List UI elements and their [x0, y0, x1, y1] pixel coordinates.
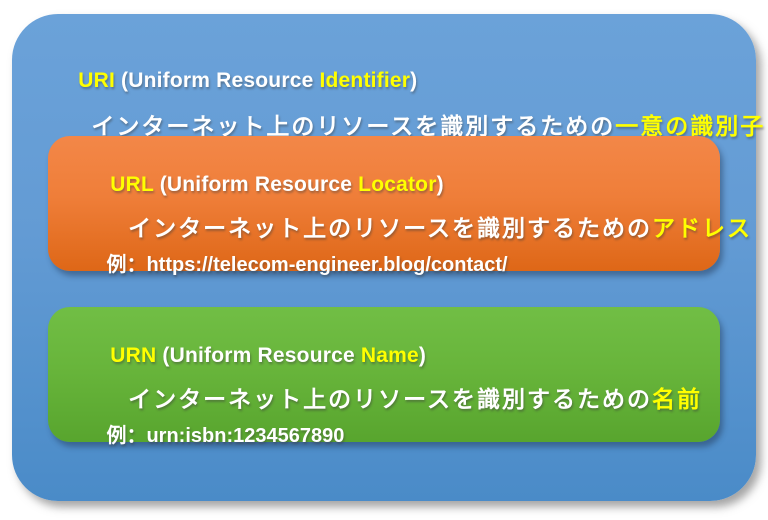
urn-example-label: 例：	[106, 425, 147, 447]
urn-title-highlight: Name	[360, 344, 419, 367]
url-title-middle: (Uniform Resource	[153, 173, 359, 196]
uri-description-plain: インターネット上のリソースを識別するための	[91, 113, 616, 139]
urn-acronym: URN	[110, 344, 157, 367]
uri-title-middle: (Uniform Resource	[114, 69, 320, 92]
url-description-plain: インターネット上のリソースを識別するための	[128, 215, 652, 241]
url-title-close: )	[436, 173, 444, 196]
uri-title: URI (Uniform Resource Identifier)	[42, 45, 417, 117]
uri-title-close: )	[410, 69, 418, 92]
urn-title: URN (Uniform Resource Name)	[62, 320, 426, 392]
urn-description: インターネット上のリソースを識別するための名前	[61, 353, 702, 441]
url-title-highlight: Locator	[358, 173, 437, 196]
urn-description-plain: インターネット上のリソースを識別するための	[128, 386, 652, 412]
uri-title-highlight: Identifier	[319, 69, 411, 92]
urn-example: 例：urn:isbn:1234567890	[62, 396, 344, 471]
url-example-value: https://telecom-engineer.blog/contact/	[146, 254, 508, 276]
urn-title-close: )	[418, 344, 427, 367]
url-description: インターネット上のリソースを識別するためのアドレス	[61, 182, 752, 270]
url-panel: URL (Uniform Resource Locator) インターネット上の…	[48, 136, 750, 276]
url-acronym: URL	[110, 173, 154, 196]
uri-panel: URI (Uniform Resource Identifier) インターネッ…	[12, 14, 763, 501]
uri-description-highlight: 一意の識別子	[615, 113, 766, 139]
urn-title-middle: (Uniform Resource	[156, 344, 361, 367]
urn-description-highlight: 名前	[651, 386, 702, 412]
uri-description: インターネット上のリソースを識別するための一意の識別子	[41, 80, 765, 168]
urn-example-value: urn:isbn:1234567890	[146, 425, 345, 447]
url-example-label: 例：	[106, 254, 147, 276]
uri-acronym: URI	[78, 69, 115, 92]
url-example: 例：https://telecom-engineer.blog/contact/	[62, 225, 508, 300]
url-description-highlight: アドレス	[651, 215, 752, 241]
urn-panel: URN (Uniform Resource Name) インターネット上のリソー…	[48, 307, 720, 447]
url-title: URL (Uniform Resource Locator)	[62, 149, 444, 221]
